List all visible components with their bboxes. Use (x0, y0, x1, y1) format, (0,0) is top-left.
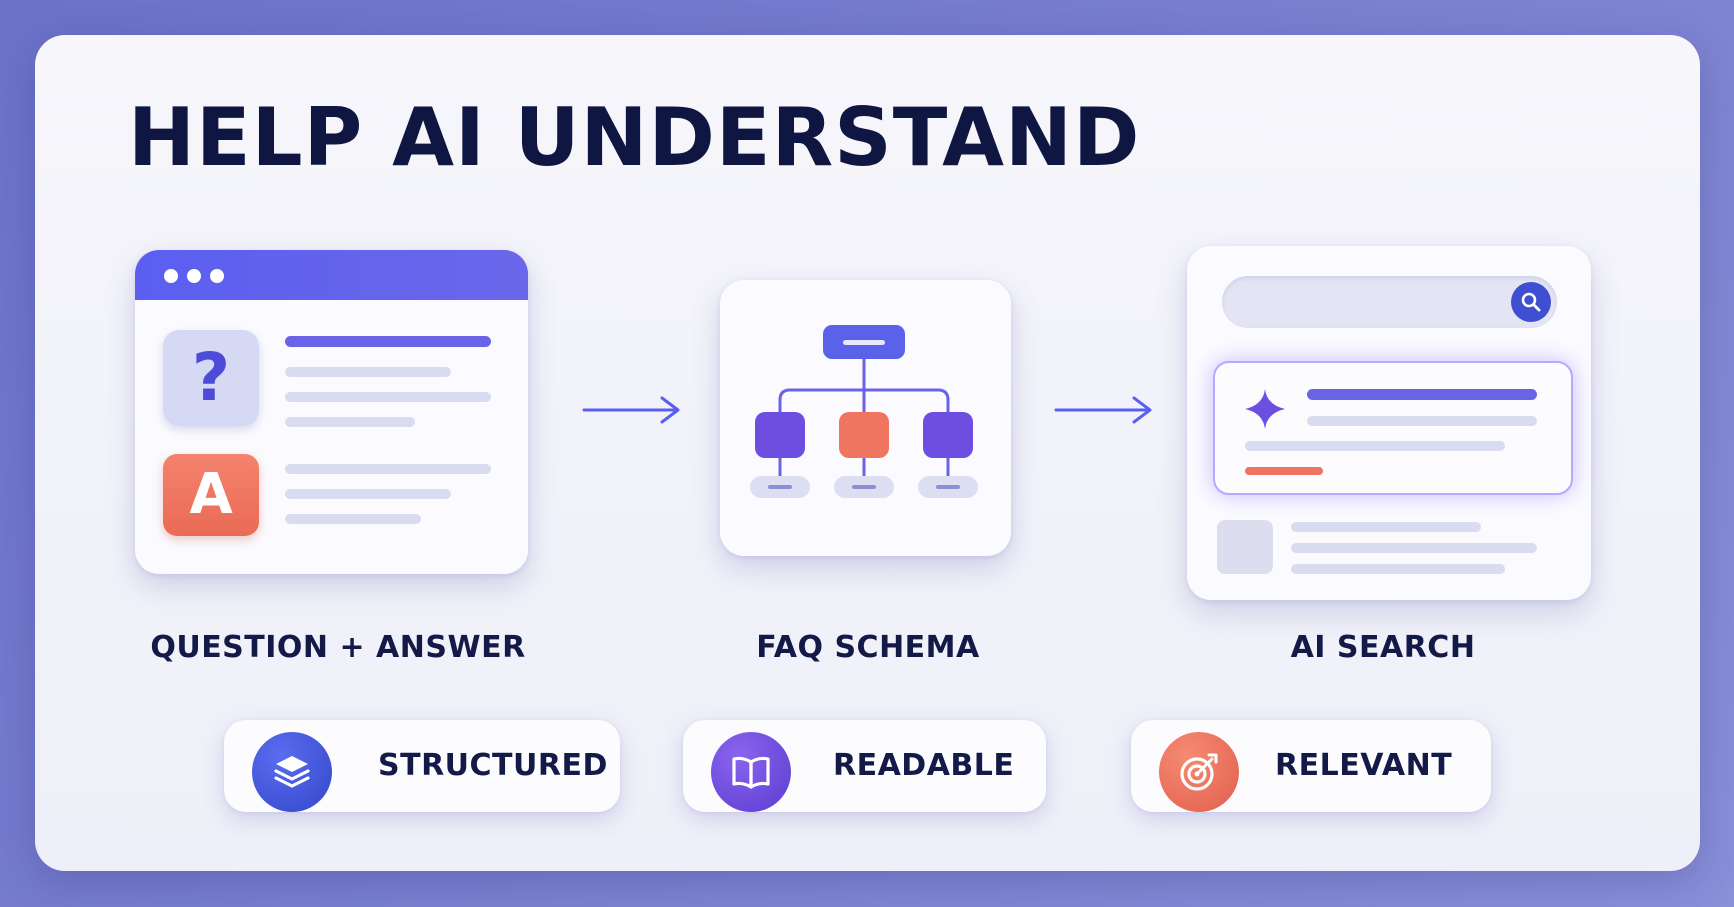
window-dot-icon (164, 269, 178, 283)
text-line (1245, 467, 1323, 475)
text-line (285, 514, 421, 524)
feature-label: STRUCTURED (378, 748, 608, 783)
hierarchy-diagram-icon (750, 325, 978, 498)
question-mark-glyph: ? (191, 339, 231, 416)
text-line (1291, 543, 1537, 553)
text-line (1291, 564, 1505, 574)
window-dot-icon (187, 269, 201, 283)
feature-pill-structured: STRUCTURED (224, 720, 620, 812)
feature-label: READABLE (833, 748, 1015, 783)
page-title: HELP AI UNDERSTAND (128, 91, 1141, 184)
target-icon (1159, 732, 1239, 812)
sparkle-icon (1245, 389, 1285, 429)
answer-glyph: A (189, 462, 233, 527)
text-line (285, 489, 451, 499)
step-label-faq-schema: FAQ SCHEMA (756, 630, 980, 665)
text-line (285, 392, 491, 402)
book-icon (711, 732, 791, 812)
question-mark-icon: ? (163, 330, 259, 426)
feature-label: RELEVANT (1275, 748, 1453, 783)
text-line (1291, 522, 1481, 532)
arrow-right-icon (582, 396, 680, 424)
result-thumbnail (1217, 520, 1273, 574)
ai-search-panel (1187, 246, 1591, 600)
text-line (285, 417, 415, 427)
window-dot-icon (210, 269, 224, 283)
text-line (1245, 441, 1505, 451)
feature-pill-readable: READABLE (683, 720, 1046, 812)
answer-icon: A (163, 454, 259, 536)
featured-result (1213, 361, 1573, 495)
text-line (285, 464, 491, 474)
search-bar (1222, 276, 1557, 328)
text-line (1307, 389, 1537, 400)
text-line (285, 336, 491, 347)
qa-window: ? A (135, 250, 528, 574)
text-line (1307, 416, 1537, 426)
text-line (285, 367, 451, 377)
step-label-question-answer: QUESTION + ANSWER (150, 630, 526, 665)
arrow-right-icon (1054, 396, 1152, 424)
search-icon (1511, 282, 1551, 322)
layers-icon (252, 732, 332, 812)
step-label-ai-search: AI SEARCH (1290, 630, 1476, 665)
faq-schema-panel (720, 280, 1011, 556)
window-titlebar (135, 250, 528, 300)
feature-pill-relevant: RELEVANT (1131, 720, 1491, 812)
